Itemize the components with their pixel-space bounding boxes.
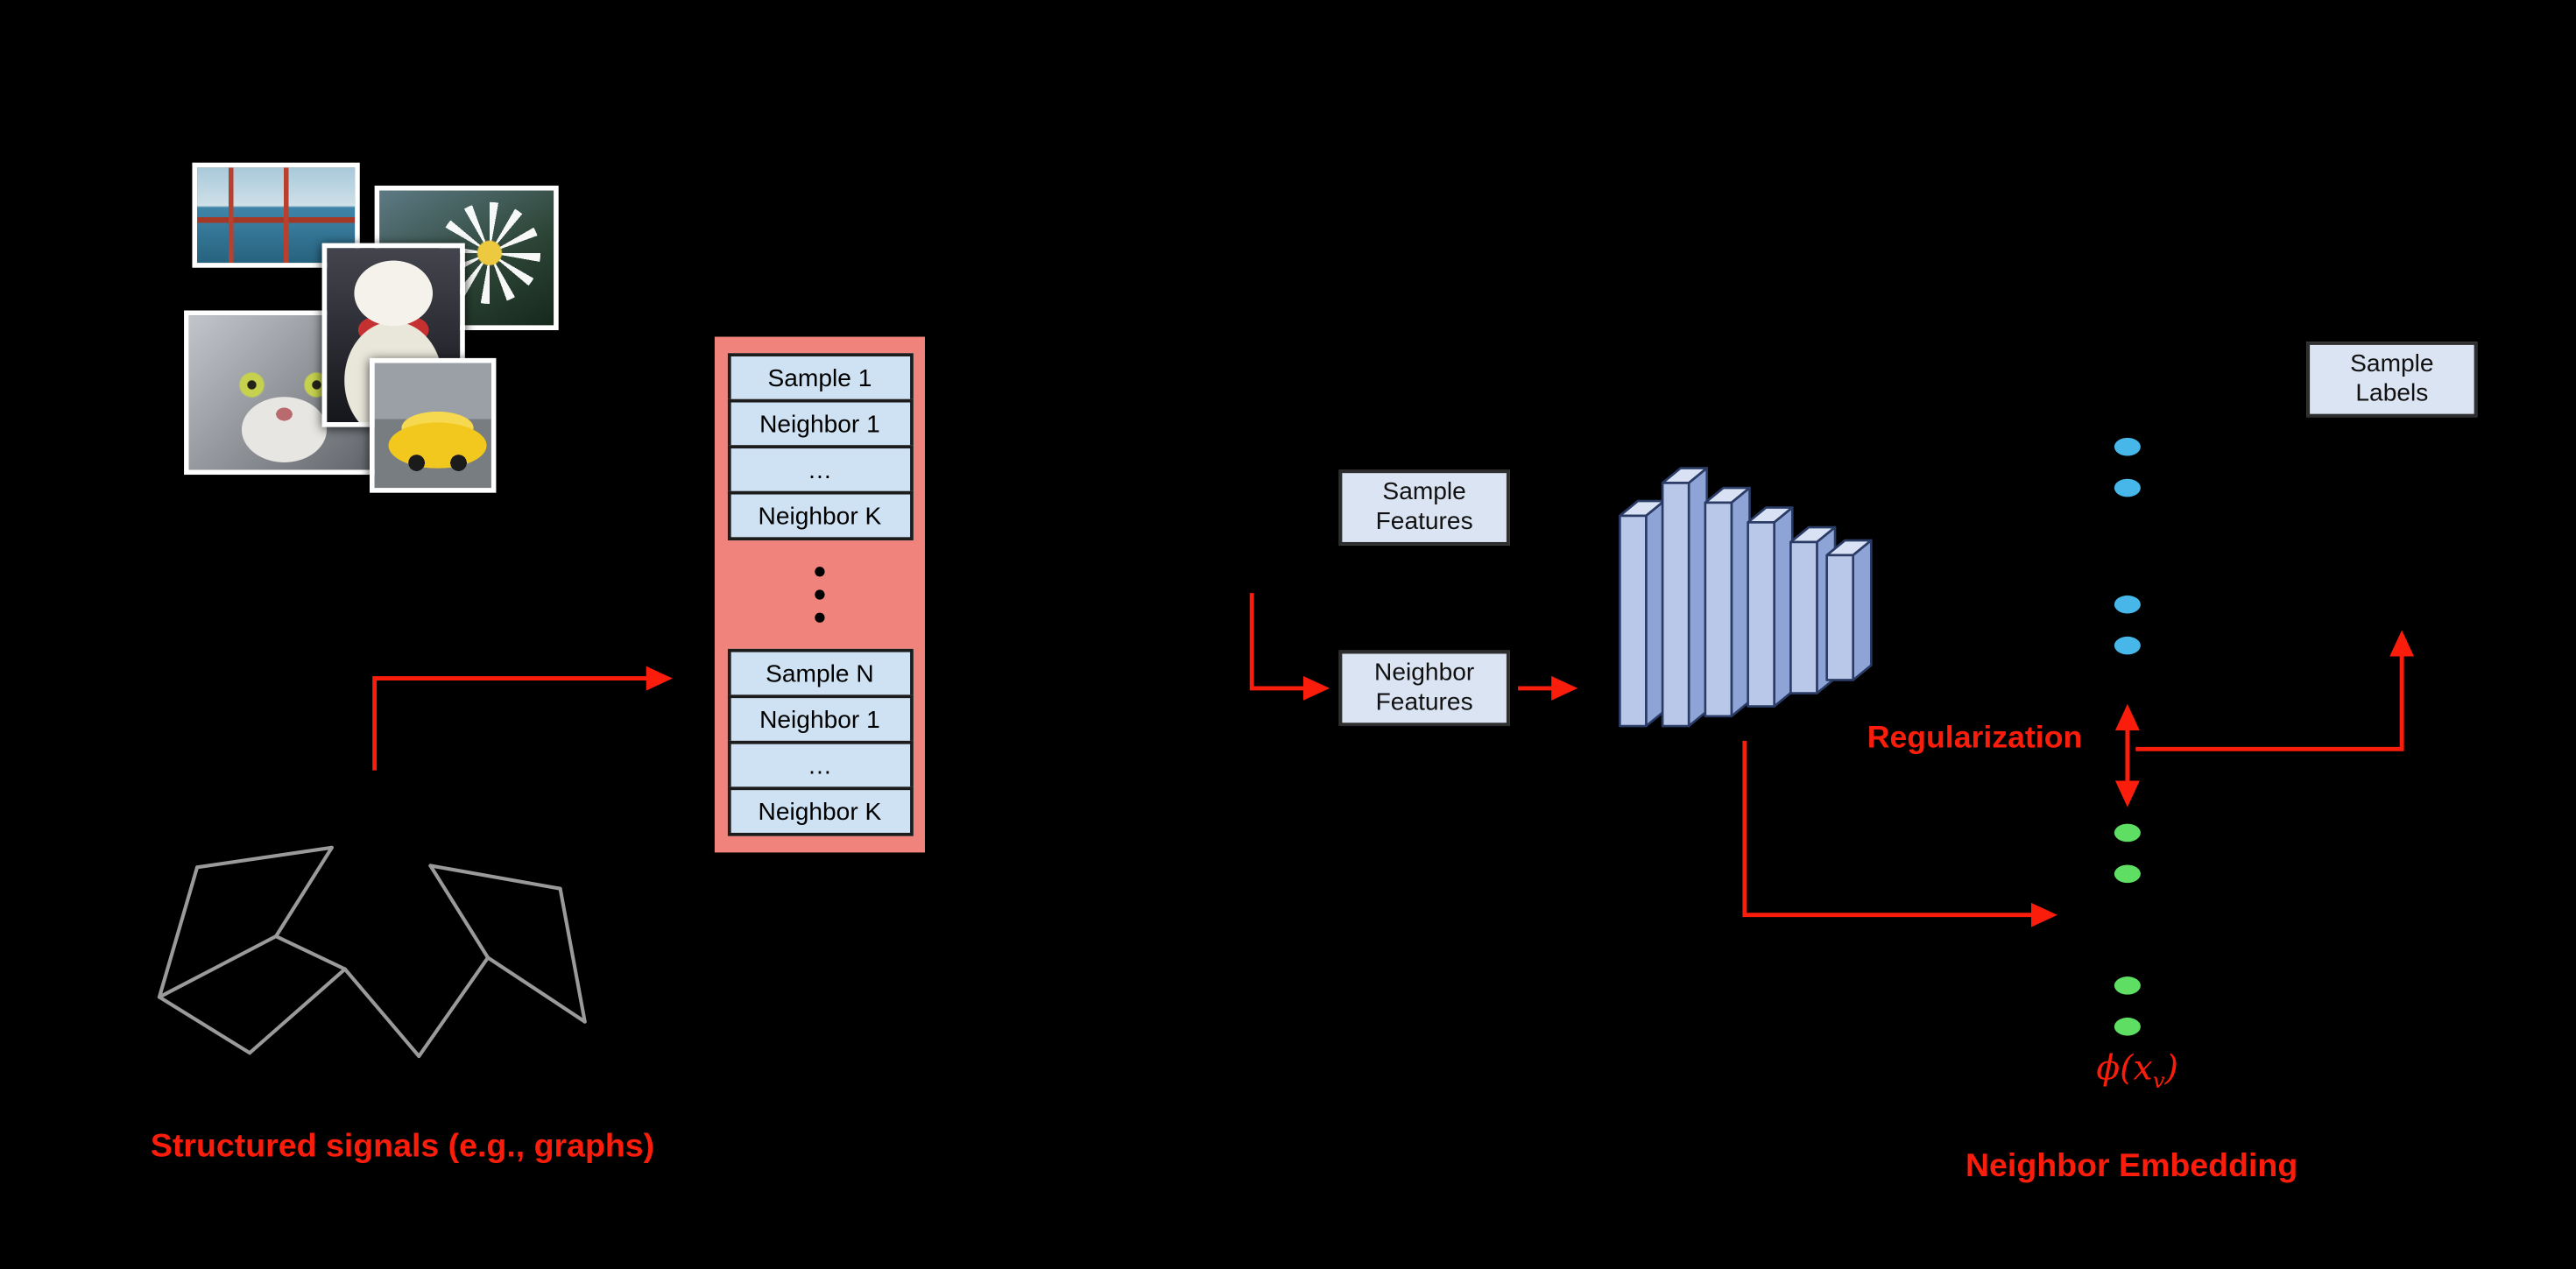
neighbor-features-line2: Features xyxy=(1375,687,1473,716)
golden-gate-bridge-photo xyxy=(192,162,360,268)
table-row: Neighbor 1 xyxy=(726,398,913,449)
table-row: Neighbor 1 xyxy=(726,694,913,744)
phi-subscript: v xyxy=(2152,1069,2165,1095)
neighbor-features-box: Neighbor Features xyxy=(1338,650,1510,727)
phi-xv-label: ϕ(xv) xyxy=(2064,1048,2212,1095)
arrow-nn-to-neighbor-embedding xyxy=(1742,740,2057,927)
table-row: Sample N xyxy=(726,648,913,699)
table-row: … xyxy=(726,740,913,791)
batch-table: Sample 1 Neighbor 1 … Neighbor K Sample … xyxy=(714,336,925,853)
structured-signals-label: Structured signals (e.g., graphs) xyxy=(150,1128,655,1165)
sample-labels-line1: Sample xyxy=(2350,349,2434,377)
phi-close: ) xyxy=(2164,1047,2178,1088)
graph-structure xyxy=(157,845,587,1059)
arrow-to-neighbor-features xyxy=(1249,593,1330,701)
table-row: Neighbor K xyxy=(726,490,913,541)
arrow-embedding-to-labels xyxy=(2135,630,2415,751)
arrow-graph-to-table xyxy=(372,666,673,771)
table-row: Neighbor K xyxy=(726,786,913,836)
regularization-label: Regularization xyxy=(1867,721,2083,756)
table-row: … xyxy=(726,445,913,495)
sample-features-line2: Features xyxy=(1375,507,1473,536)
phi-prefix: ϕ(x xyxy=(2096,1047,2153,1088)
neighbor-features-line1: Neighbor xyxy=(1374,658,1475,687)
sample-embedding-dots xyxy=(2114,437,2141,655)
neighbor-embedding-dots xyxy=(2114,823,2141,1036)
sample-labels-line2: Labels xyxy=(2355,379,2429,408)
sample-features-line1: Sample xyxy=(1382,477,1466,506)
sample-labels-box: Sample Labels xyxy=(2306,342,2478,418)
vertical-ellipsis-icon xyxy=(815,540,825,649)
table-row: Sample 1 xyxy=(726,353,913,403)
neighbor-embedding-label: Neighbor Embedding xyxy=(1965,1148,2298,1185)
yellow-sports-car-photo xyxy=(370,357,497,493)
sample-features-box: Sample Features xyxy=(1338,469,1510,546)
neural-network-icon xyxy=(1619,467,1873,728)
